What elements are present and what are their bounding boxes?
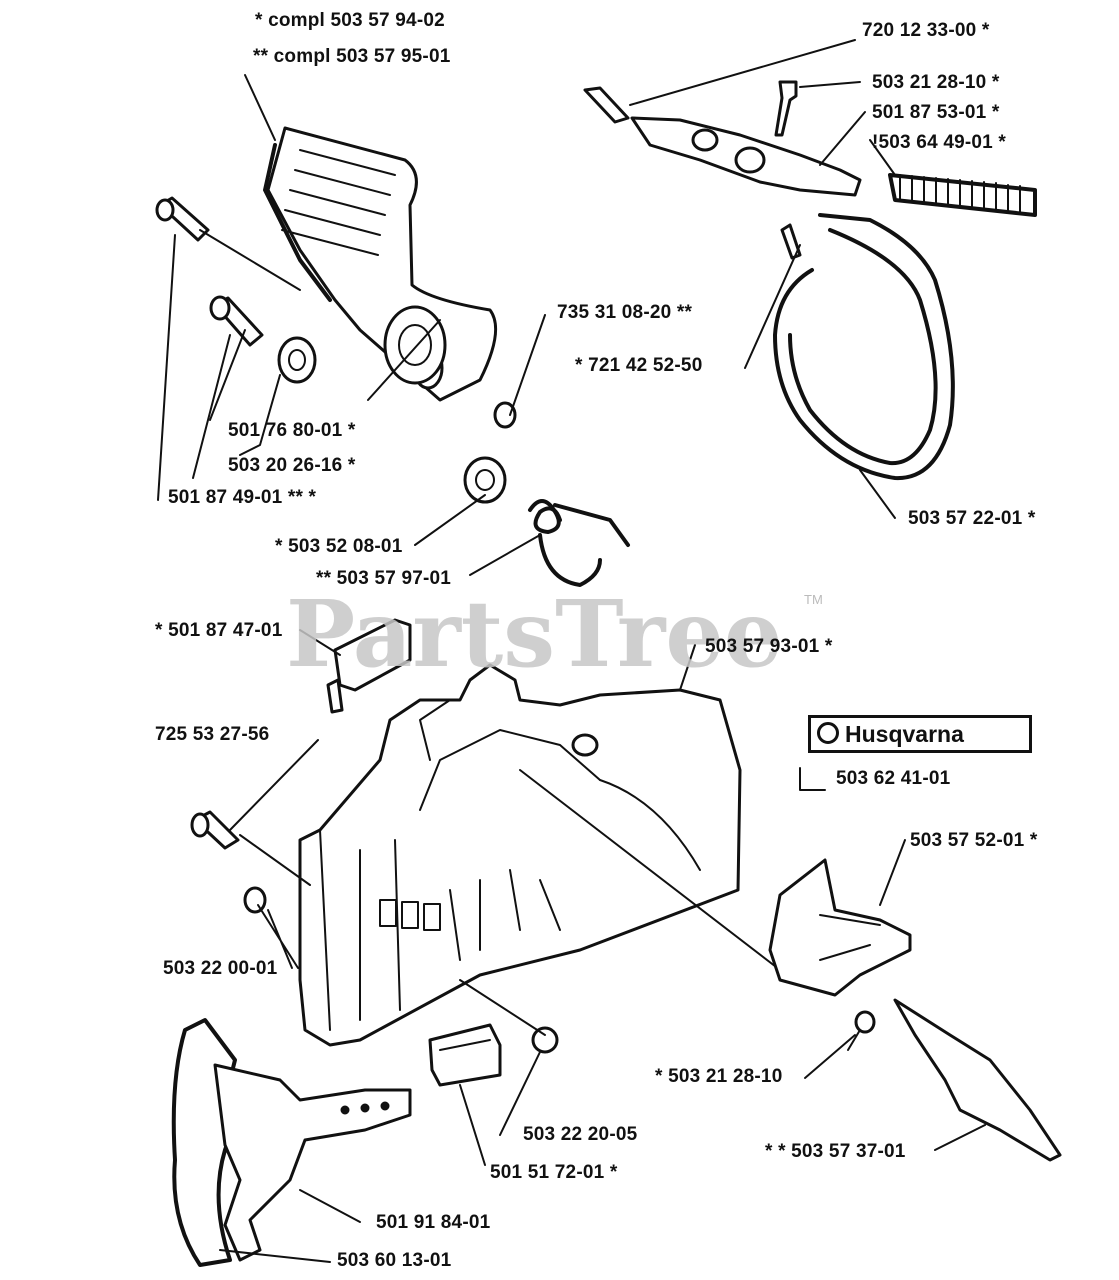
screw-725-53-27-56 bbox=[190, 810, 240, 850]
husqvarna-text: Husqvarna bbox=[845, 721, 964, 747]
label-503-64-49-01: !503 64 49-01 * bbox=[872, 132, 1006, 153]
label-501-51-72-01: 501 51 72-01 * bbox=[490, 1162, 618, 1183]
label-735-31-08-20: 735 31 08-20 ** bbox=[557, 302, 693, 323]
label-501-87-47-01: * 501 87 47-01 bbox=[155, 620, 283, 641]
label-501-87-49-01: 501 87 49-01 ** * bbox=[168, 487, 317, 508]
screw-501-76-80-01 bbox=[209, 295, 264, 347]
husqvarna-decal: Husqvarna bbox=[808, 715, 1032, 753]
leader-lines-bottom bbox=[219, 1189, 361, 1263]
label-503-57-97-01: ** 503 57 97-01 bbox=[316, 568, 452, 589]
watermark: PartsTree bbox=[286, 580, 783, 688]
label-503-57-93-01: 503 57 93-01 * bbox=[705, 636, 833, 657]
clutch-cover-503-57-93-01 bbox=[298, 663, 742, 1047]
label-503-57-52-01: 503 57 52-01 * bbox=[910, 830, 1038, 851]
plate-501-91-84-01 bbox=[213, 1063, 412, 1262]
label-compl-503-57-95-01: ** compl 503 57 95-01 bbox=[253, 46, 451, 67]
label-501-76-80-01: 501 76 80-01 * bbox=[228, 420, 356, 441]
label-503-62-41-01: 503 62 41-01 bbox=[836, 768, 951, 789]
label-503-21-28-10-top: 503 21 28-10 * bbox=[872, 72, 1000, 93]
label-503-20-26-16: 503 20 26-16 * bbox=[228, 455, 356, 476]
leader-lines-middle bbox=[229, 629, 781, 1166]
bushing-503-52-08-01 bbox=[463, 456, 507, 504]
nut-735-31-08-20 bbox=[493, 401, 517, 429]
spring-503-57-97-01 bbox=[528, 499, 630, 587]
coil-spring-503-64-49-01 bbox=[888, 173, 1037, 217]
guide-503-57-52-01 bbox=[768, 858, 912, 997]
label-721-42-52-50: * 721 42 52-50 bbox=[575, 355, 703, 376]
pin-501-87-49-01 bbox=[155, 196, 210, 242]
plate-501-87-47-01 bbox=[326, 618, 412, 714]
label-501-87-53-01: 501 87 53-01 * bbox=[872, 102, 1000, 123]
leader-lines-lower-right bbox=[799, 767, 986, 1151]
label-501-91-84-01: 501 91 84-01 bbox=[376, 1212, 491, 1233]
plate-503-57-37-01 bbox=[893, 998, 1062, 1162]
label-720-12-33-00: 720 12 33-00 * bbox=[862, 20, 990, 41]
label-503-21-28-10-bottom: * 503 21 28-10 bbox=[655, 1066, 783, 1087]
washer-503-20-26-16 bbox=[277, 336, 317, 384]
brake-band-503-57-22-01 bbox=[773, 213, 955, 481]
label-725-53-27-56: 725 53 27-56 bbox=[155, 724, 270, 745]
leader-lines-top-left bbox=[157, 74, 546, 576]
husqvarna-logo-icon bbox=[817, 722, 839, 744]
brake-lever-assembly bbox=[583, 80, 862, 197]
label-503-57-22-01: 503 57 22-01 * bbox=[908, 508, 1036, 529]
label-503-52-08-01: * 503 52 08-01 bbox=[275, 536, 403, 557]
label-503-60-13-01: 503 60 13-01 bbox=[337, 1250, 452, 1271]
nut-503-22-00-01 bbox=[243, 886, 267, 914]
label-503-22-20-05: 503 22 20-05 bbox=[523, 1124, 638, 1145]
label-503-57-37-01: * * 503 57 37-01 bbox=[765, 1141, 906, 1162]
label-compl-503-57-94-02: * compl 503 57 94-02 bbox=[255, 10, 445, 31]
label-503-22-00-01: 503 22 00-01 bbox=[163, 958, 278, 979]
screw-503-21-28-10-lower bbox=[847, 1010, 876, 1051]
leader-lines-top-right bbox=[629, 39, 896, 519]
pad-501-51-72-01 bbox=[428, 1023, 502, 1087]
trademark-mark: TM bbox=[804, 592, 823, 607]
nut-503-22-20-05 bbox=[531, 1026, 559, 1054]
